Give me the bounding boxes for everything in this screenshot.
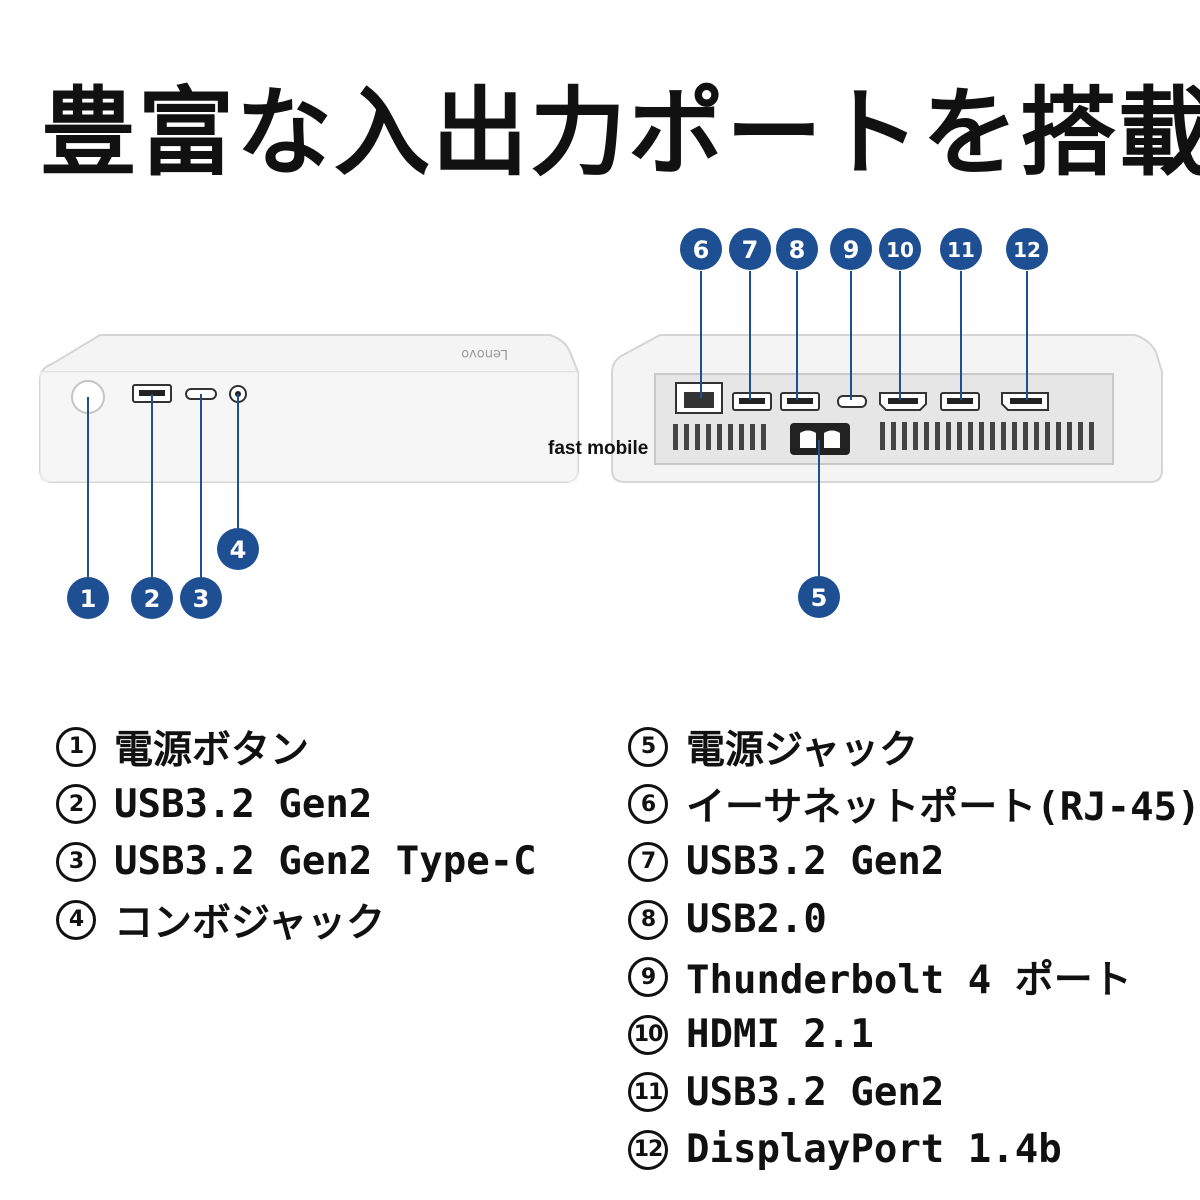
callout-4: 4 bbox=[217, 528, 259, 570]
svg-text:1: 1 bbox=[80, 585, 97, 613]
legend-number: 5 bbox=[628, 726, 668, 767]
callout-1: 1 bbox=[67, 577, 109, 619]
legend-label: USB3.2 Gen2 bbox=[114, 781, 373, 827]
svg-text:11: 11 bbox=[947, 238, 975, 262]
legend-number: 4 bbox=[56, 899, 96, 940]
callout-11: 11 bbox=[940, 228, 982, 270]
legend-label: HDMI 2.1 bbox=[686, 1012, 874, 1058]
legend-item: 10 HDMI 2.1 bbox=[628, 1006, 1200, 1064]
legend-item: 8 USB2.0 bbox=[628, 891, 1200, 949]
svg-text:3: 3 bbox=[193, 585, 210, 613]
legend-label: USB3.2 Gen2 Type-C bbox=[114, 839, 537, 885]
svg-text:5: 5 bbox=[811, 584, 828, 612]
svg-text:8: 8 bbox=[789, 236, 806, 264]
back-view bbox=[611, 334, 1163, 483]
legend-label: DisplayPort 1.4b bbox=[686, 1127, 1062, 1173]
legend-number: 3 bbox=[56, 841, 96, 882]
legend-label: USB3.2 Gen2 bbox=[686, 1069, 945, 1115]
svg-text:10: 10 bbox=[886, 238, 914, 262]
legend-item: 7 USB3.2 Gen2 bbox=[628, 833, 1200, 891]
callout-12: 12 bbox=[1006, 228, 1048, 270]
legend-number: 10 bbox=[628, 1014, 668, 1055]
page-headline: 豊富な入出力ポートを搭載 bbox=[40, 77, 1200, 189]
svg-text:4: 4 bbox=[230, 536, 247, 564]
vent-right bbox=[880, 422, 1094, 450]
legend-number: 11 bbox=[628, 1072, 668, 1113]
legend-label: USB3.2 Gen2 bbox=[686, 839, 945, 885]
legend-number: 2 bbox=[56, 784, 96, 825]
svg-text:Lenovo: Lenovo bbox=[461, 346, 508, 361]
callout-10: 10 bbox=[879, 228, 921, 270]
watermark-text: fast mobile bbox=[548, 438, 649, 459]
callout-9: 9 bbox=[830, 228, 872, 270]
svg-text:12: 12 bbox=[1013, 238, 1041, 262]
legend-item: 12 DisplayPort 1.4b bbox=[628, 1121, 1200, 1179]
legend-item: 6 イーサネットポート(RJ-45) bbox=[628, 776, 1200, 834]
legend-label: Thunderbolt 4 ポート bbox=[686, 958, 1132, 1004]
legend-label: コンボジャック bbox=[114, 900, 386, 946]
legend-item: 9 Thunderbolt 4 ポート bbox=[628, 948, 1200, 1006]
legend-item: 11 USB3.2 Gen2 bbox=[628, 1064, 1200, 1122]
legend-number: 1 bbox=[56, 726, 96, 767]
legend-label: USB2.0 bbox=[686, 897, 827, 943]
legend-label: 電源ジャック bbox=[686, 727, 919, 773]
legend-number: 8 bbox=[628, 899, 668, 940]
callout-6: 6 bbox=[680, 228, 722, 270]
legend-item: 2 USB3.2 Gen2 bbox=[56, 776, 537, 834]
legend-number: 9 bbox=[628, 957, 668, 998]
svg-text:2: 2 bbox=[144, 585, 161, 613]
legend-label: 電源ボタン bbox=[114, 727, 310, 773]
legend-item: 4 コンボジャック bbox=[56, 891, 537, 949]
legend-item: 3 USB3.2 Gen2 Type-C bbox=[56, 833, 537, 891]
svg-text:9: 9 bbox=[843, 236, 860, 264]
svg-text:7: 7 bbox=[742, 236, 759, 264]
product-figure: Lenovo bbox=[39, 228, 1163, 619]
vent-left bbox=[673, 424, 766, 450]
callout-2: 2 bbox=[131, 577, 173, 619]
callout-3: 3 bbox=[180, 577, 222, 619]
callout-5: 5 bbox=[798, 576, 840, 618]
legend-number: 6 bbox=[628, 784, 668, 825]
callout-8: 8 bbox=[776, 228, 818, 270]
legend-item: 1 電源ボタン bbox=[56, 718, 537, 776]
legend-label: イーサネットポート(RJ-45) bbox=[686, 785, 1200, 831]
callout-7: 7 bbox=[729, 228, 771, 270]
leader-lines bbox=[87, 271, 1028, 578]
legend-number: 12 bbox=[628, 1129, 668, 1170]
legend-number: 7 bbox=[628, 841, 668, 882]
legend-item: 5 電源ジャック bbox=[628, 718, 1200, 776]
svg-text:6: 6 bbox=[693, 236, 710, 264]
front-view: Lenovo bbox=[39, 334, 579, 483]
